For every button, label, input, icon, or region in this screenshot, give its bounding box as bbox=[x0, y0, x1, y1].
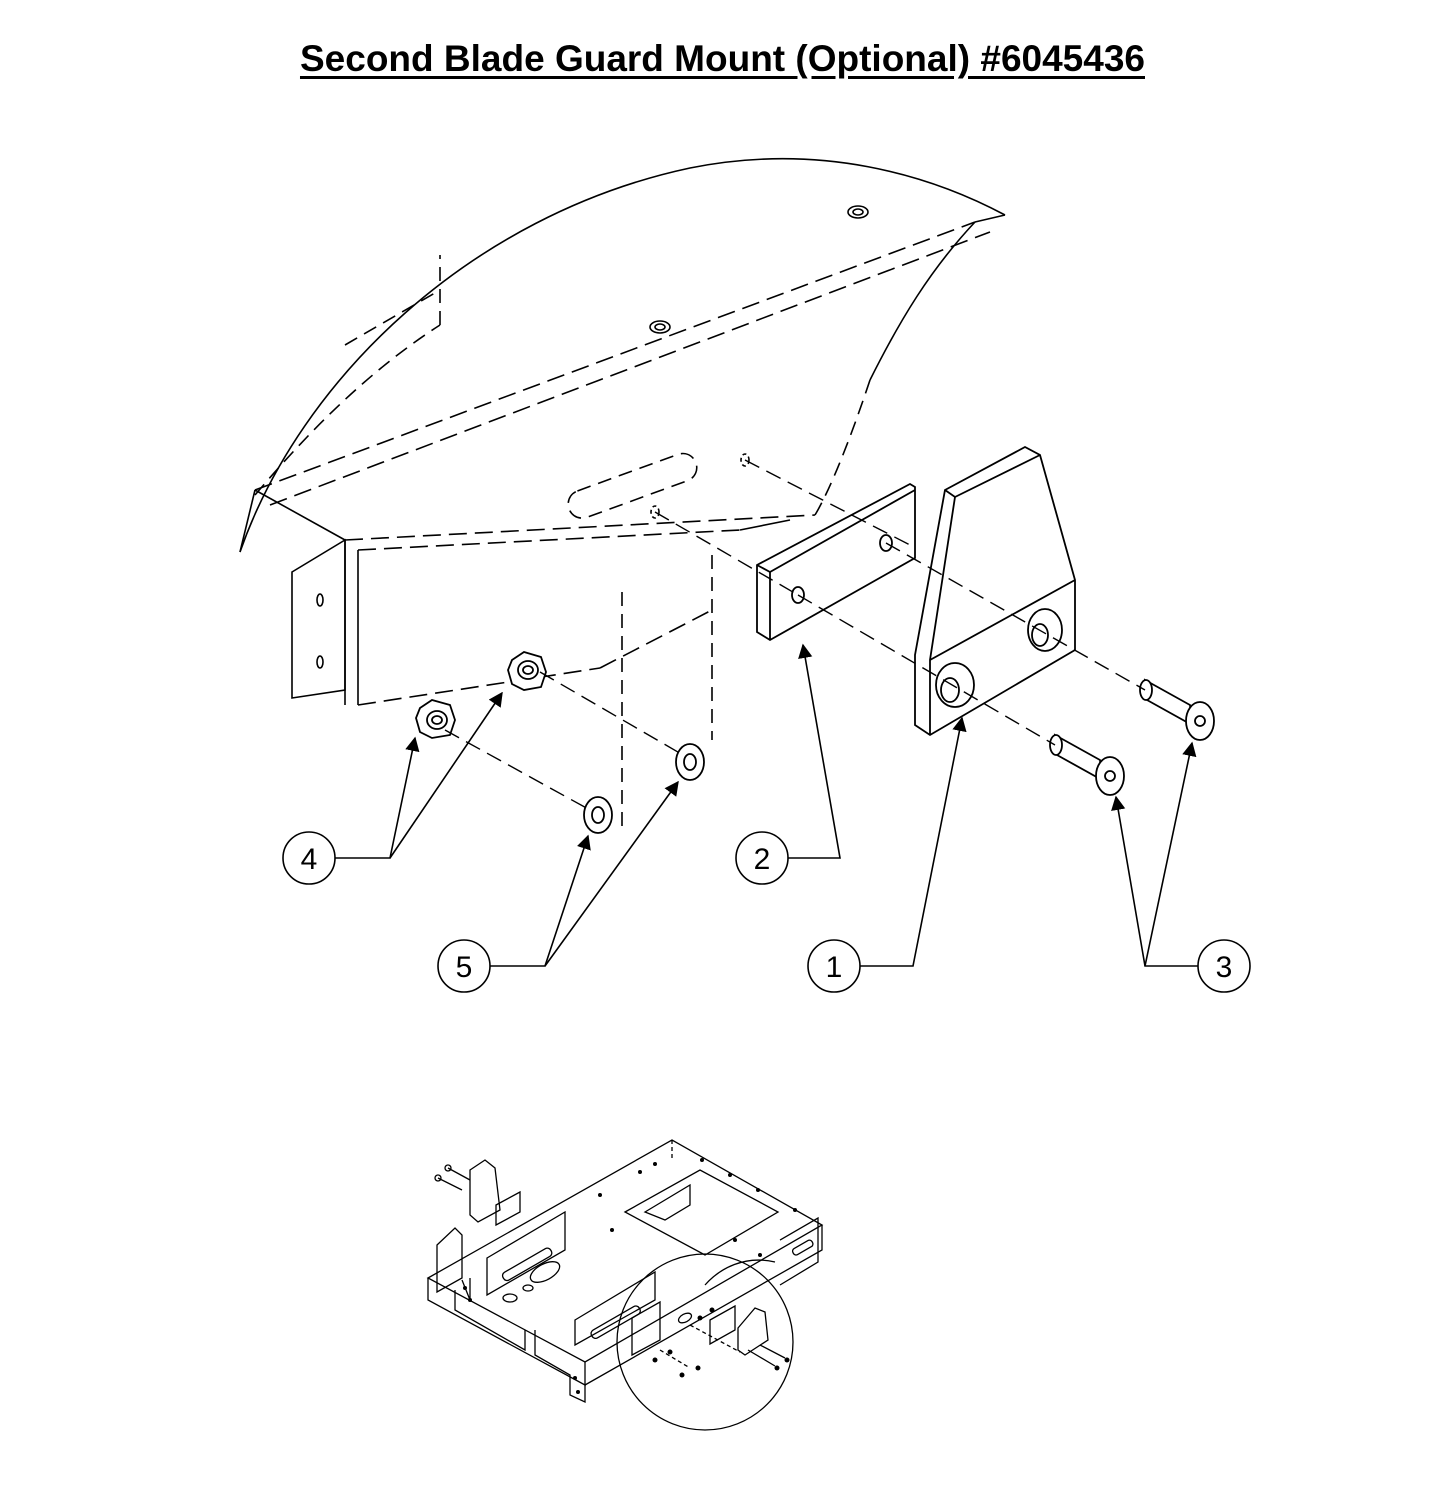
callout-2-label: 2 bbox=[754, 843, 771, 876]
callout-1-label: 1 bbox=[826, 951, 843, 984]
callout-3: 3 bbox=[1197, 939, 1251, 993]
callout-3-label: 3 bbox=[1216, 951, 1233, 984]
spacer-plate bbox=[756, 482, 916, 642]
callout-2: 2 bbox=[735, 831, 789, 885]
assembly-centerlines bbox=[444, 459, 1146, 811]
page-title: Second Blade Guard Mount (Optional) #604… bbox=[299, 38, 1145, 79]
leader-lines bbox=[335, 643, 1198, 967]
callout-5: 5 bbox=[437, 939, 491, 993]
callout-4-label: 4 bbox=[301, 843, 318, 876]
callout-1: 1 bbox=[807, 939, 861, 993]
flat-head-screws bbox=[1049, 678, 1215, 796]
mount-plate bbox=[914, 445, 1076, 737]
blade-guard-housing bbox=[239, 157, 1006, 828]
callout-4: 4 bbox=[282, 831, 336, 885]
flat-washers bbox=[583, 743, 705, 834]
lock-nuts bbox=[415, 651, 547, 739]
chassis-locator-view bbox=[426, 1139, 824, 1431]
callout-5-label: 5 bbox=[456, 951, 473, 984]
